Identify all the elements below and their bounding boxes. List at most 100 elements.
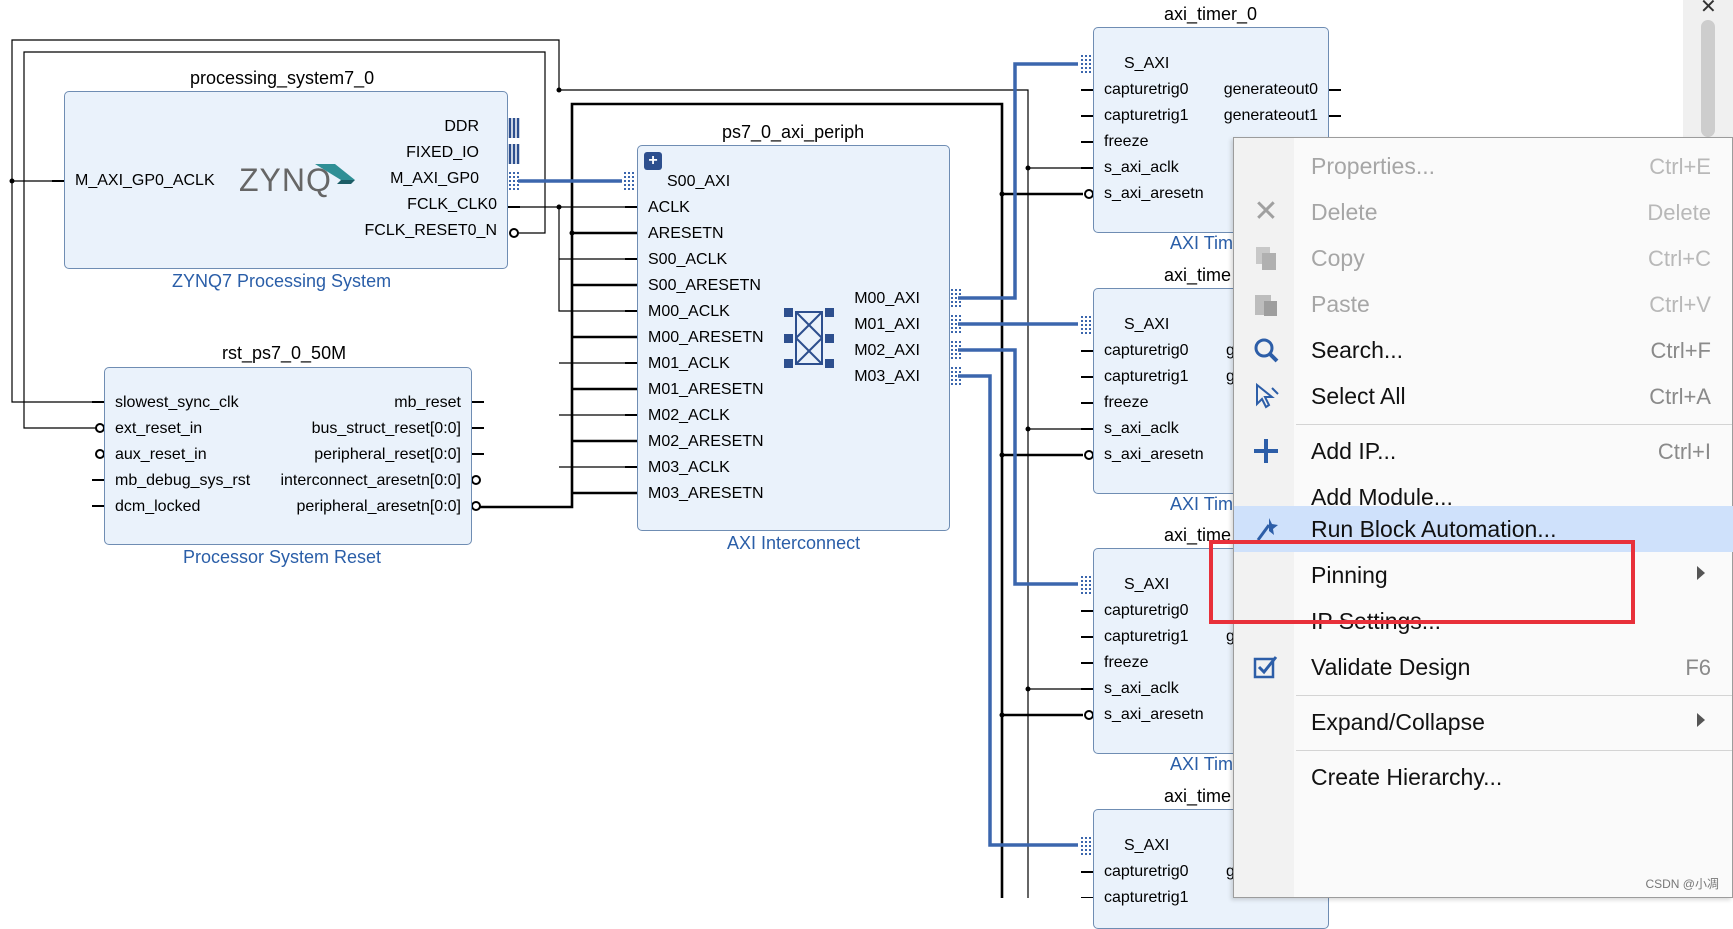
- axi-bus[interactable]: [958, 62, 1078, 300]
- menu-separator: [1296, 424, 1732, 425]
- port-label: g: [1226, 342, 1235, 359]
- menu-item-label: Delete: [1311, 199, 1378, 225]
- interconnect-title: ps7_0_axi_periph: [722, 122, 865, 142]
- reset-block-title: rst_ps7_0_50M: [222, 343, 347, 363]
- interconnect-block[interactable]: + S00_AXI ACLK ARESETN S00_ACLK S00_ARES…: [637, 145, 950, 531]
- timer-subtitle: AXI Tim: [1170, 754, 1234, 774]
- processing-system-block[interactable]: M_AXI_GP0_ACLK ZYNQ DDR FIXED_IO M_AXI_G…: [64, 91, 508, 269]
- menu-item-expand-collapse[interactable]: Expand/Collapse: [1234, 699, 1733, 745]
- wire[interactable]: [558, 207, 637, 312]
- close-icon[interactable]: ✕: [1700, 0, 1717, 18]
- port-label: g: [1226, 863, 1235, 880]
- port-label: capturetrig0: [1104, 81, 1189, 98]
- menu-item-shortcut: Ctrl+E: [1649, 154, 1711, 179]
- menu-item-select-all[interactable]: Select All Ctrl+A: [1234, 373, 1733, 419]
- menu-item-create-hierarchy[interactable]: Create Hierarchy...: [1234, 754, 1733, 800]
- menu-separator: [1296, 695, 1732, 696]
- menu-item-label: Run Block Automation...: [1311, 516, 1557, 542]
- port-label: s_axi_aclk: [1104, 680, 1179, 697]
- port-label: ext_reset_in: [115, 420, 203, 437]
- port-label: FIXED_IO: [406, 144, 479, 161]
- wires: [11, 39, 1085, 898]
- axi-bus[interactable]: [958, 348, 1078, 586]
- junctions: [9, 87, 1031, 718]
- menu-separator: [1296, 750, 1732, 751]
- close-icon: ✕: [1253, 195, 1279, 228]
- port-label: M03_AXI: [854, 368, 920, 385]
- port-label: M00_ARESETN: [648, 329, 764, 346]
- inverted-port-bubble: [1084, 450, 1094, 460]
- menu-item-shortcut: Ctrl+V: [1649, 292, 1711, 317]
- menu-item-pinning[interactable]: Pinning: [1234, 552, 1733, 598]
- submenu-arrow-icon: [1697, 713, 1705, 727]
- menu-item-properties[interactable]: Properties... Ctrl+E: [1234, 143, 1733, 189]
- menu-item-shortcut: Ctrl+I: [1657, 439, 1711, 464]
- menu-item-shortcut: Delete: [1647, 200, 1711, 225]
- menu-item-search[interactable]: Search... Ctrl+F: [1234, 327, 1733, 373]
- wire[interactable]: [11, 181, 104, 403]
- menu-item-label: Create Hierarchy...: [1311, 764, 1503, 790]
- timer-title: axi_time: [1164, 265, 1232, 285]
- scrollbar-thumb[interactable]: [1701, 20, 1715, 137]
- port-label: mb_reset: [394, 394, 461, 411]
- port-label: M_AXI_GP0_ACLK: [75, 172, 215, 189]
- processing-system-title: processing_system7_0: [190, 68, 375, 88]
- port-label: M02_ARESETN: [648, 433, 764, 450]
- port-label: S_AXI: [1124, 837, 1170, 854]
- port-label: S00_ARESETN: [648, 277, 761, 294]
- wire[interactable]: [476, 102, 1004, 898]
- menu-item-label: Validate Design: [1311, 654, 1471, 680]
- zynq-logo: ZYNQ: [239, 162, 332, 198]
- port-label: FCLK_RESET0_N: [364, 222, 498, 239]
- port-label: slowest_sync_clk: [115, 394, 239, 411]
- inverted-port-bubble: [1084, 189, 1094, 199]
- plus-icon: [1254, 439, 1278, 463]
- port-label: ACLK: [648, 199, 690, 216]
- wire[interactable]: [23, 180, 98, 429]
- port-label: freeze: [1104, 133, 1149, 150]
- paste-icon: [1255, 295, 1277, 316]
- port-label: S00_ACLK: [648, 251, 728, 268]
- timer-subtitle: AXI Tim: [1170, 233, 1234, 253]
- select-all-icon: [1256, 382, 1279, 409]
- reset-block[interactable]: slowest_sync_clk ext_reset_in aux_reset_…: [104, 367, 472, 545]
- port-label: M_AXI_GP0: [390, 170, 479, 187]
- menu-item-shortcut: F6: [1685, 655, 1711, 680]
- port-label: s_axi_aclk: [1104, 420, 1179, 437]
- inverted-port-bubble: [95, 423, 105, 433]
- port-label: s_axi_aclk: [1104, 159, 1179, 176]
- port-label: capturetrig0: [1104, 602, 1189, 619]
- port-label: M01_ARESETN: [648, 381, 764, 398]
- watermark: CSDN @小凋: [1645, 877, 1719, 891]
- menu-item-add-ip[interactable]: Add IP... Ctrl+I: [1234, 428, 1733, 474]
- context-menu: Properties... Ctrl+E ✕ Delete Delete Cop…: [1233, 137, 1733, 898]
- port-label: FCLK_CLK0: [407, 196, 497, 213]
- menu-item-paste[interactable]: Paste Ctrl+V: [1234, 281, 1733, 327]
- vertical-scrollbar[interactable]: ✕: [1683, 0, 1733, 137]
- reset-block-subtitle: Processor System Reset: [183, 547, 382, 567]
- wire[interactable]: [23, 51, 546, 234]
- menu-item-validate-design[interactable]: Validate Design F6: [1234, 644, 1733, 690]
- port-label: M03_ARESETN: [648, 485, 764, 502]
- menu-item-label: Properties...: [1311, 153, 1435, 179]
- wire[interactable]: [11, 39, 1029, 898]
- port-label: S_AXI: [1124, 316, 1170, 333]
- interconnect-subtitle: AXI Interconnect: [727, 533, 861, 553]
- menu-item-label: Search...: [1311, 337, 1404, 363]
- axi-bus[interactable]: [958, 374, 1078, 847]
- port-label: M03_ACLK: [648, 459, 730, 476]
- menu-item-label: Add IP...: [1311, 438, 1397, 464]
- expand-icon[interactable]: +: [644, 152, 662, 170]
- port-label: S_AXI: [1124, 576, 1170, 593]
- port-label: freeze: [1104, 394, 1149, 411]
- menu-item-delete[interactable]: ✕ Delete Delete: [1234, 189, 1733, 235]
- menu-item-add-module[interactable]: Add Module...: [1234, 474, 1733, 520]
- port-label: capturetrig1: [1104, 628, 1189, 645]
- port-label: M02_AXI: [854, 342, 920, 359]
- port-label: s_axi_aresetn: [1104, 446, 1204, 463]
- crossbar-icon: [784, 308, 834, 368]
- magic-wand-icon: [1256, 518, 1278, 541]
- menu-item-shortcut: Ctrl+A: [1649, 384, 1711, 409]
- menu-item-run-block-automation[interactable]: Run Block Automation...: [1234, 506, 1733, 552]
- menu-item-copy[interactable]: Copy Ctrl+C: [1234, 235, 1733, 281]
